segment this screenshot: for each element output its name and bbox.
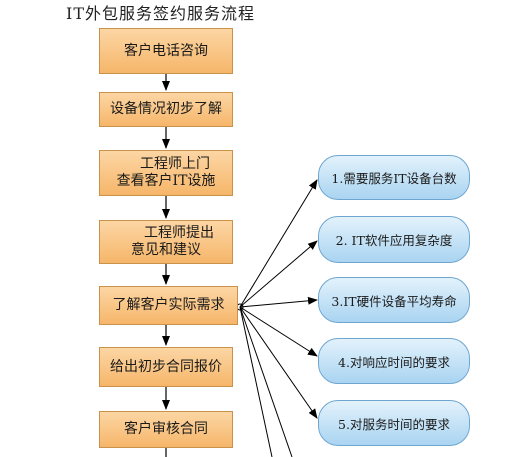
factor-hardware-lifespan: 3.IT硬件设备平均寿命 bbox=[318, 277, 470, 323]
factor-response-time: 4.对响应时间的要求 bbox=[318, 338, 470, 384]
step-equipment-survey: 设备情况初步了解 bbox=[99, 92, 233, 127]
fan-line-7 bbox=[239, 306, 273, 457]
factor-service-hours: 5.对服务时间的要求 bbox=[318, 400, 470, 446]
step-label-line1: 工程师提出 bbox=[144, 225, 214, 241]
step-label-line1: 给出初步合同报价 bbox=[110, 358, 222, 375]
step-phone-consultation: 客户电话咨询 bbox=[99, 28, 233, 74]
step-preliminary-quote: 给出初步合同报价 bbox=[99, 347, 233, 387]
factor-device-count: 1.需要服务IT设备台数 bbox=[318, 155, 470, 200]
step-label-line2: 意见和建议 bbox=[131, 242, 201, 258]
factor-software-complexity: 2. IT软件应用复杂度 bbox=[318, 216, 470, 263]
fan-arrow-3 bbox=[239, 296, 318, 308]
step-label-line1: 客户电话咨询 bbox=[124, 42, 208, 59]
step-label-line1: 设备情况初步了解 bbox=[110, 101, 222, 117]
step-label-line1: 了解客户实际需求 bbox=[112, 297, 225, 313]
step-onsite-inspection: 工程师上门 查看客户IT设施 bbox=[99, 150, 233, 196]
diagram-title: IT外包服务签约服务流程 bbox=[66, 4, 255, 23]
step-engineer-proposal: 工程师提出 意见和建议 bbox=[99, 220, 233, 264]
fan-arrow-5 bbox=[239, 306, 318, 419]
step-customer-needs: 了解客户实际需求 bbox=[99, 286, 238, 325]
fan-arrow-4 bbox=[239, 306, 318, 357]
step-label-line2: 查看客户IT设施 bbox=[116, 173, 216, 189]
step-contract-review: 客户审核合同 bbox=[99, 411, 233, 448]
fan-arrow-2 bbox=[239, 240, 318, 308]
fan-arrow-1 bbox=[239, 179, 318, 308]
fan-line-6 bbox=[239, 306, 293, 457]
step-label-line1: 客户审核合同 bbox=[124, 421, 208, 437]
step-label-line1: 工程师上门 bbox=[140, 156, 210, 172]
